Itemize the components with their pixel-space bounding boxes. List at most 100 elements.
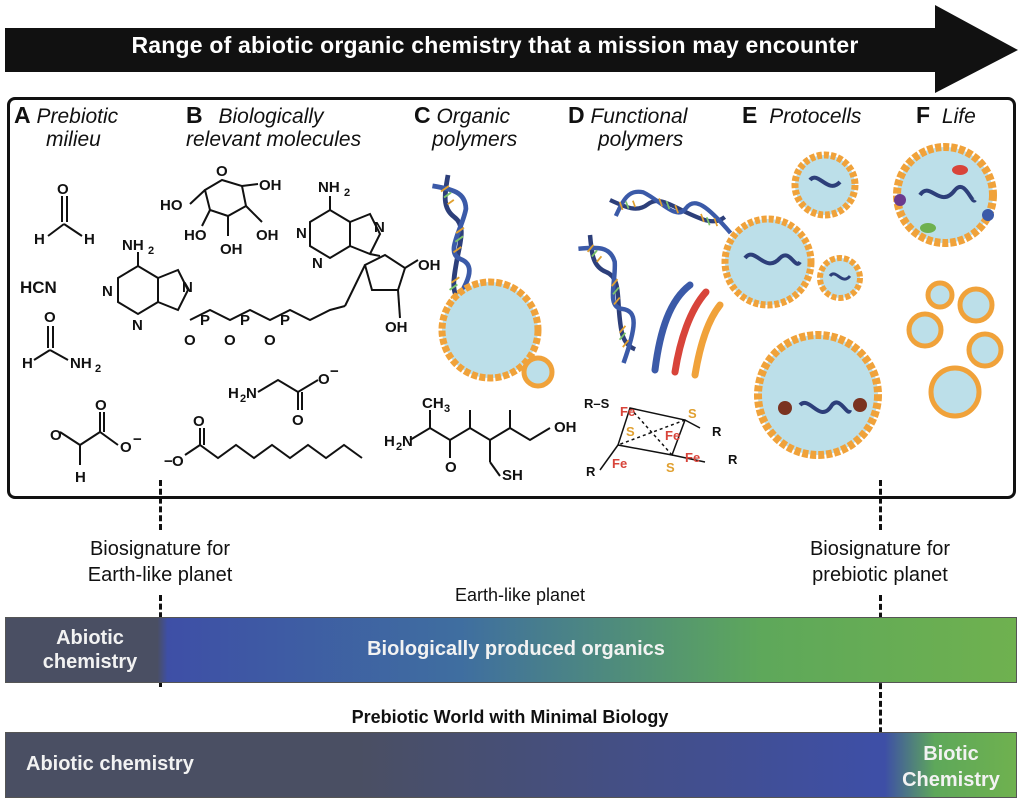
vesicle-small — [521, 355, 555, 389]
svg-text:N: N — [246, 385, 257, 402]
column-f-heading: F Life — [916, 102, 976, 129]
svg-text:NH: NH — [318, 179, 340, 196]
cells-small — [906, 280, 1004, 419]
column-c-heading: C Organic polymers — [414, 102, 518, 152]
svg-text:O: O — [216, 163, 228, 180]
svg-text:O: O — [292, 412, 304, 429]
svg-text:N: N — [374, 219, 385, 236]
glyoxylate-structure: O O O − H — [50, 397, 142, 486]
svg-text:Fe: Fe — [685, 450, 700, 465]
svg-text:R: R — [712, 424, 722, 439]
svg-text:OH: OH — [256, 227, 279, 244]
atp-structure — [189, 196, 419, 322]
svg-text:O: O — [318, 371, 330, 388]
biosignature-prebiotic-label: Biosignature for prebiotic planet — [809, 538, 951, 586]
svg-text:O: O — [264, 332, 276, 349]
protocell-small — [817, 255, 863, 301]
svg-text:H: H — [384, 433, 395, 450]
svg-text:S: S — [626, 424, 635, 439]
svg-text:O: O — [120, 439, 132, 456]
svg-text:P: P — [200, 312, 210, 329]
cell-large — [893, 143, 997, 247]
adenine-structure-a — [117, 252, 190, 316]
peptide-structure — [409, 410, 551, 477]
svg-text:2: 2 — [396, 441, 402, 453]
glycine-structure — [257, 378, 319, 410]
svg-text:H: H — [75, 469, 86, 486]
svg-text:O: O — [95, 397, 107, 414]
svg-text:−: − — [133, 431, 142, 448]
dna-strand-d1 — [610, 165, 731, 268]
column-a-heading: A Prebiotic milieu — [14, 102, 119, 152]
svg-text:S: S — [666, 460, 675, 475]
fatty-acid-structure — [184, 428, 363, 460]
svg-text:OH: OH — [385, 319, 408, 336]
svg-text:3: 3 — [444, 403, 450, 415]
svg-text:SH: SH — [502, 467, 523, 484]
column-e-heading: E Protocells — [742, 102, 862, 129]
svg-text:OH: OH — [418, 257, 441, 274]
svg-text:H: H — [34, 231, 45, 248]
svg-text:HO: HO — [160, 197, 183, 214]
biosignature-earth-label: Biosignature for Earth-like planet — [87, 538, 233, 586]
svg-text:OH: OH — [259, 177, 282, 194]
svg-text:N: N — [312, 255, 323, 272]
svg-text:Fe: Fe — [620, 404, 635, 419]
divider-prebiotic-top — [879, 480, 882, 530]
svg-text:2: 2 — [344, 187, 350, 199]
svg-text:O: O — [172, 453, 184, 470]
svg-text:OH: OH — [220, 241, 243, 258]
svg-text:O: O — [193, 413, 205, 430]
divider-prebiotic-bottom — [879, 595, 882, 795]
svg-text:H: H — [228, 385, 239, 402]
svg-text:O: O — [184, 332, 196, 349]
svg-text:H: H — [84, 231, 95, 248]
column-d-heading: D Functional polymers — [568, 102, 688, 152]
earth-like-label: Earth-like planet — [454, 585, 586, 605]
svg-text:R: R — [728, 452, 738, 467]
glucose-structure — [189, 178, 263, 236]
prebiotic-bar: Abiotic chemistry Biotic Chemistry — [5, 732, 1017, 798]
svg-text:CH: CH — [422, 395, 444, 412]
earth-like-bar: Abiotic chemistry Biologically produced … — [5, 617, 1017, 683]
svg-text:O: O — [50, 427, 62, 444]
column-b-heading: B Biologically relevant molecules — [186, 102, 362, 152]
svg-text:OH: OH — [554, 419, 577, 436]
svg-text:−: − — [330, 363, 339, 380]
svg-text:R: R — [586, 464, 596, 479]
svg-text:Fe: Fe — [665, 428, 680, 443]
svg-text:N: N — [132, 317, 143, 334]
prebiotic-world-label: Prebiotic World with Minimal Biology — [351, 707, 669, 727]
range-arrow — [5, 5, 1018, 93]
vesicle-large — [438, 278, 542, 382]
svg-text:2: 2 — [148, 245, 154, 257]
arrow-title: Range of abiotic organic chemistry that … — [131, 32, 859, 58]
hcn-label: HCN — [20, 278, 57, 297]
earth-biotic-label: Biologically produced organics — [367, 638, 665, 660]
svg-text:N: N — [182, 279, 193, 296]
protocell-top — [791, 151, 859, 219]
protocell-large — [754, 331, 882, 459]
svg-text:P: P — [280, 312, 290, 329]
svg-text:2: 2 — [240, 393, 246, 405]
chemistry-illustrations: O H H HCN O H NH 2 O O O − H NH 2 N N N — [20, 143, 1004, 486]
prebiotic-abiotic-label: Abiotic chemistry — [26, 753, 194, 775]
folding-arrows — [651, 281, 724, 379]
svg-text:−: − — [164, 453, 173, 470]
iron-sulfur-cluster — [599, 407, 706, 471]
svg-text:S: S — [688, 406, 697, 421]
svg-text:R–S: R–S — [584, 396, 610, 411]
svg-text:N: N — [296, 225, 307, 242]
svg-text:NH: NH — [70, 355, 92, 372]
protocell-mid — [721, 215, 815, 309]
svg-text:HO: HO — [184, 227, 207, 244]
svg-text:N: N — [402, 433, 413, 450]
svg-text:NH: NH — [122, 237, 144, 254]
prebiotic-biotic-label: Biotic Chemistry — [902, 743, 1000, 791]
svg-text:O: O — [445, 459, 457, 476]
earth-abiotic-label: Abiotic chemistry — [42, 627, 138, 673]
svg-text:P: P — [240, 312, 250, 329]
divider-earth-top — [159, 480, 162, 530]
svg-text:O: O — [224, 332, 236, 349]
formamide-structure: O H NH 2 — [22, 309, 101, 375]
